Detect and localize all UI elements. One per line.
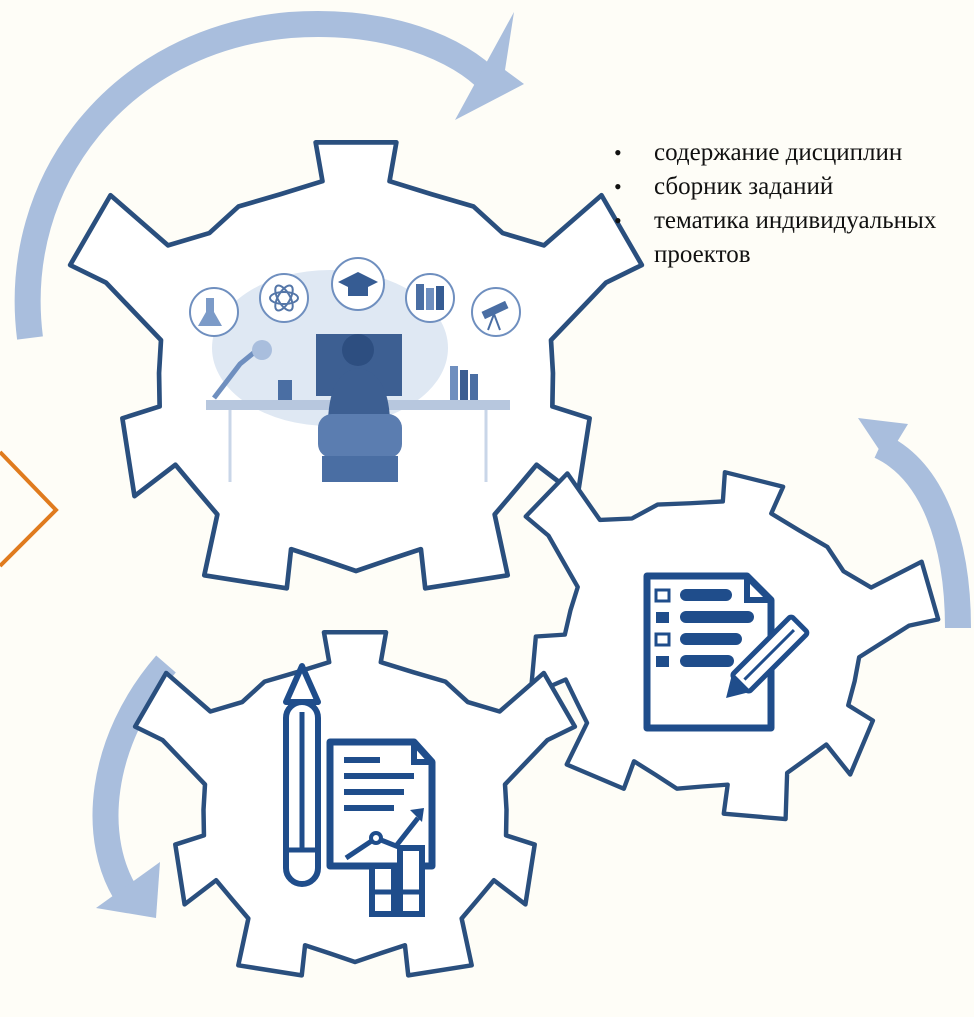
curved-arrow-bottom-left xyxy=(92,655,176,908)
books-icon xyxy=(405,273,455,323)
curved-arrow-top xyxy=(14,11,500,340)
checklist-with-pencil-icon xyxy=(643,572,810,732)
report-with-pencil-and-chart-icon xyxy=(283,663,436,917)
atom-icon xyxy=(259,273,309,323)
arrowhead-bottom-left xyxy=(96,862,160,918)
bullet-item-task-collection: сборник заданий xyxy=(612,170,974,204)
arrowhead-top xyxy=(455,12,524,120)
bullet-list: содержание дисциплин сборник заданий тем… xyxy=(612,136,974,272)
arrowhead-right xyxy=(858,418,908,460)
student-at-desk-illustration xyxy=(189,257,521,482)
flask-icon xyxy=(189,287,239,337)
orange-chevron xyxy=(0,450,59,568)
bullet-item-discipline-content: содержание дисциплин xyxy=(612,136,974,170)
curved-arrow-right xyxy=(873,434,971,629)
graduation-cap-icon xyxy=(331,257,385,311)
bullet-item-project-topics: тематика индивидуальных проектов xyxy=(612,204,974,272)
telescope-icon xyxy=(471,287,521,337)
